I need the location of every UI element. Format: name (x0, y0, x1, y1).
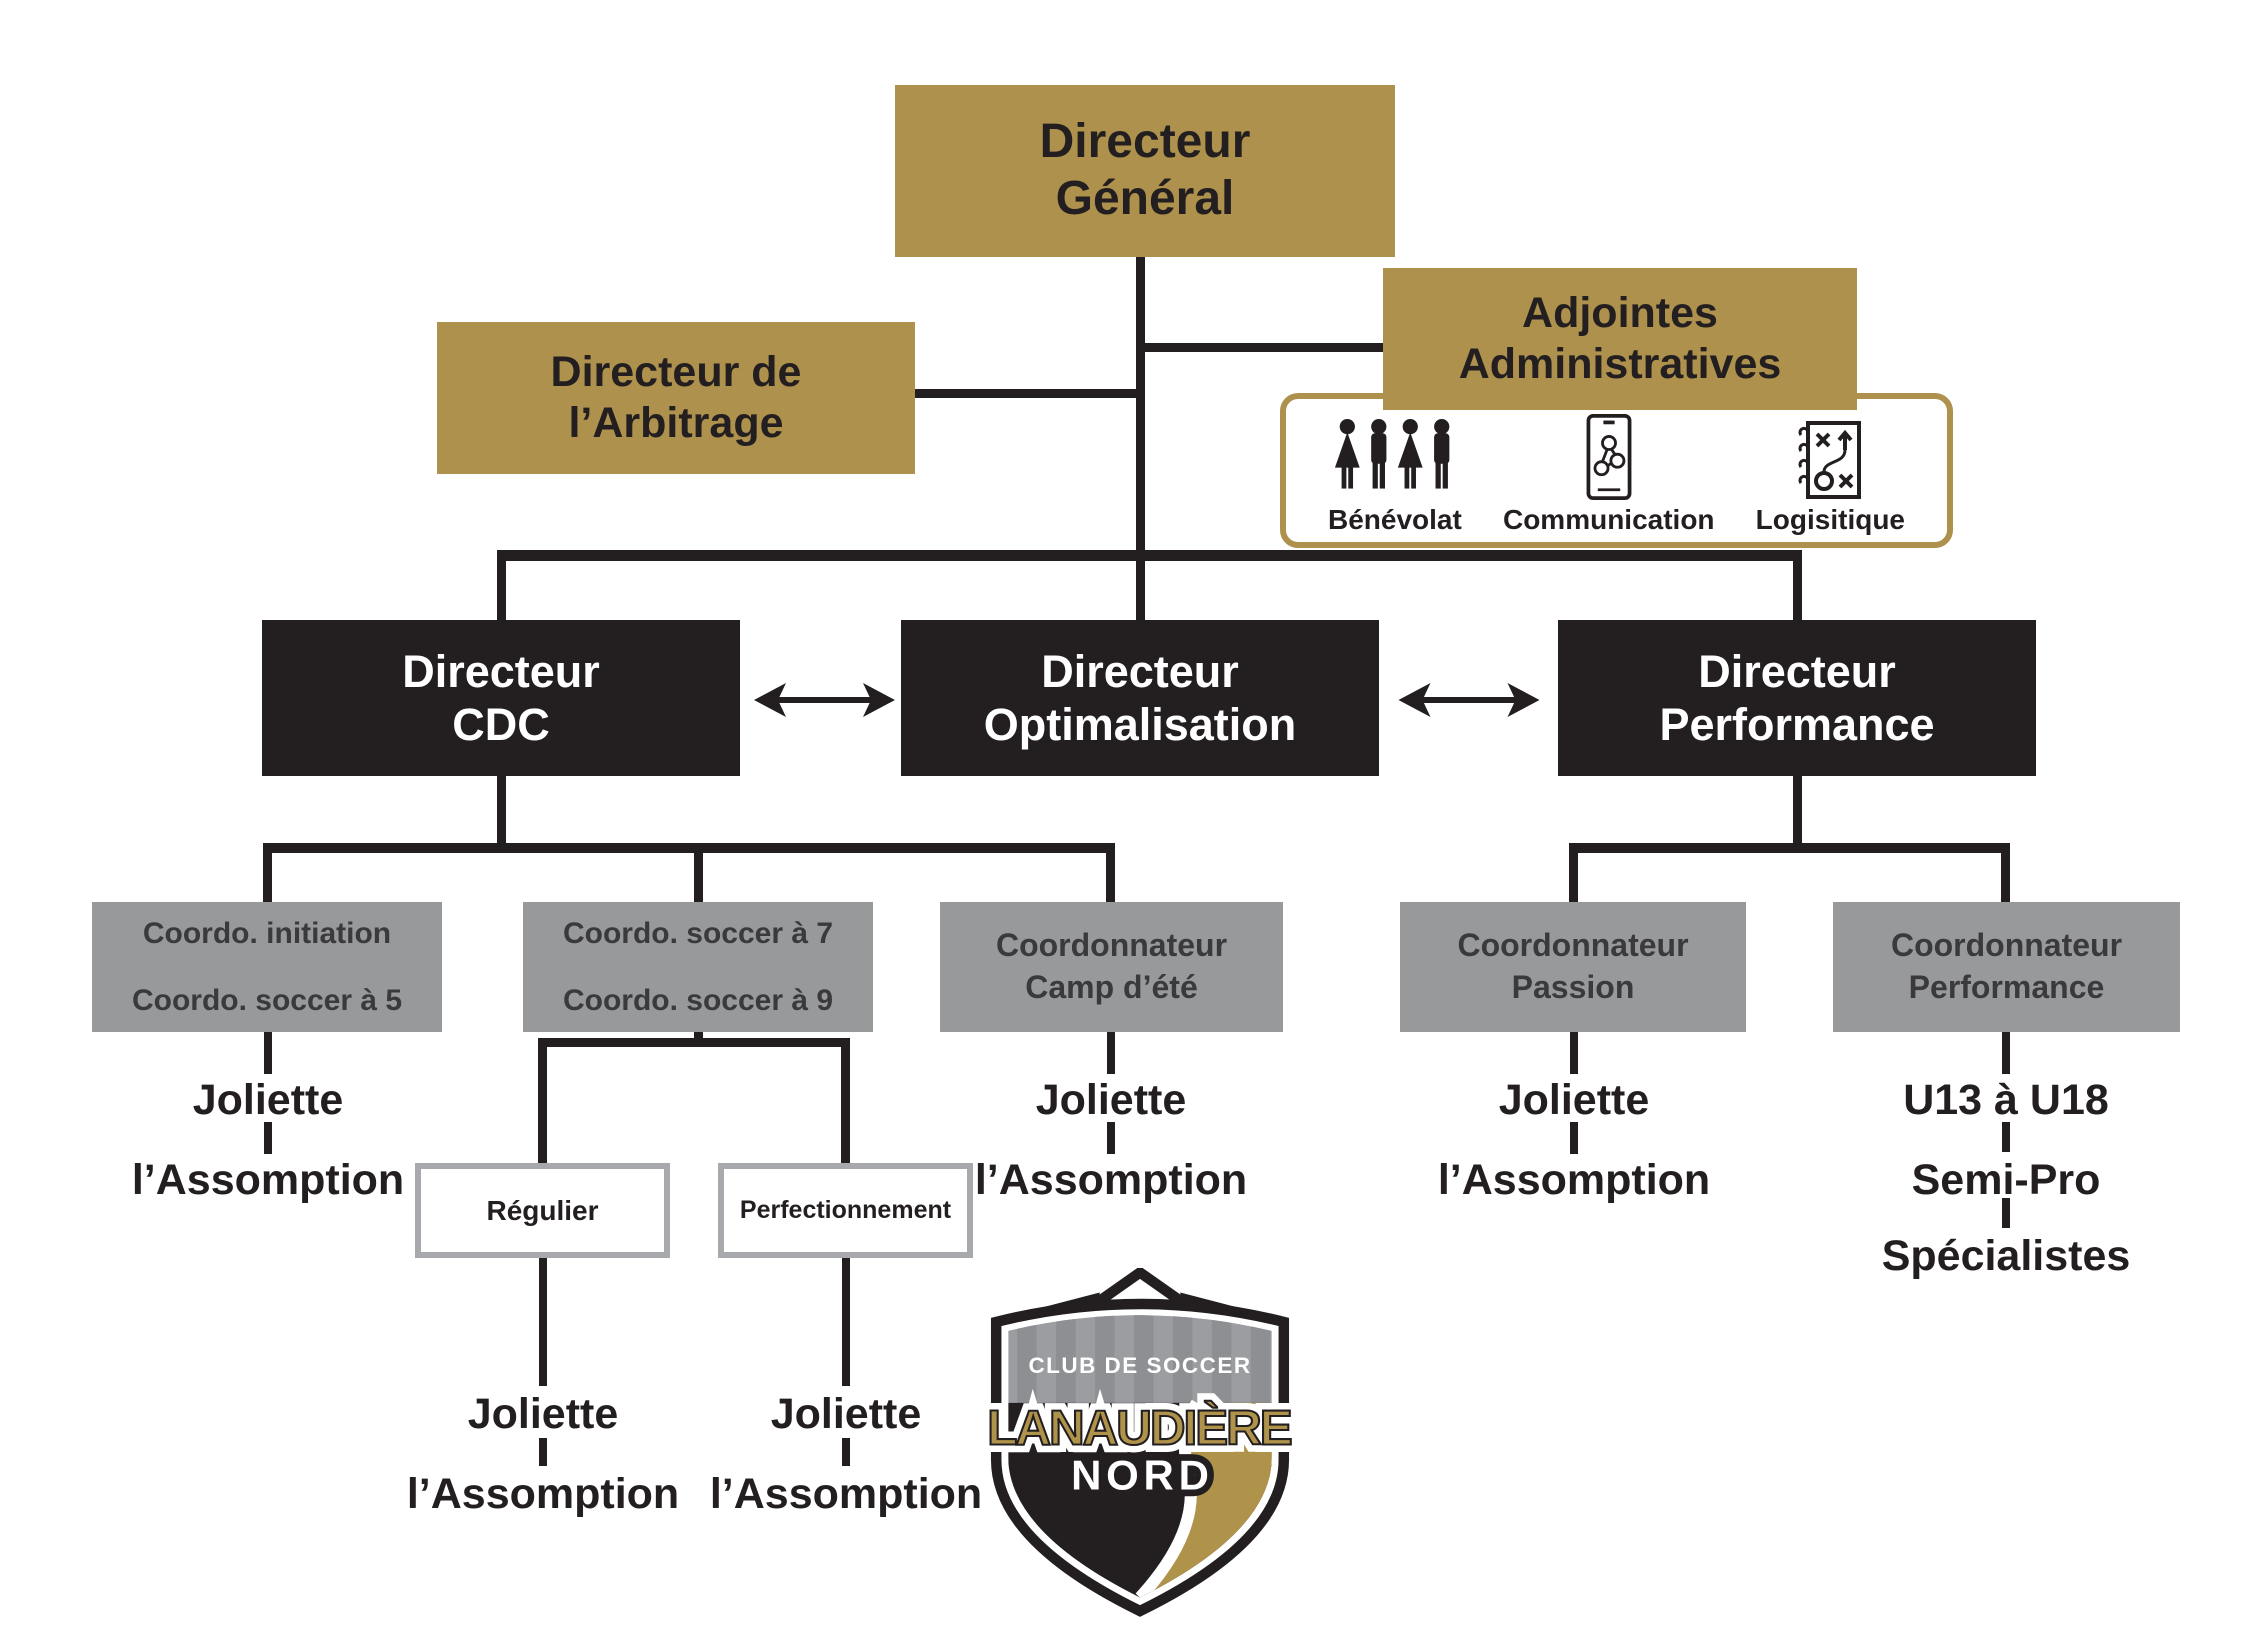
logistics-icon (1797, 420, 1863, 500)
service-benevolat: Bénévolat (1328, 418, 1462, 534)
service-label: Bénévolat (1328, 504, 1462, 535)
admin-services-panel: Bénévolat Communication (1280, 393, 1953, 548)
connector (1570, 1122, 1578, 1154)
level-specialistes: Spécialistes (1881, 1232, 2131, 1280)
connector (913, 389, 1141, 398)
connector (1106, 843, 1115, 903)
city-joliette: Joliette (192, 1076, 344, 1124)
city-assomption: l’Assomption (709, 1470, 983, 1518)
node-directeur-cdc: Directeur CDC (262, 620, 740, 776)
node-directeur-optimalisation: Directeur Optimalisation (901, 620, 1379, 776)
service-logistique: Logisitique (1756, 420, 1905, 534)
city-assomption: l’Assomption (974, 1156, 1248, 1204)
city-assomption: l’Assomption (131, 1156, 405, 1204)
city-joliette: Joliette (1035, 1076, 1187, 1124)
connector (1569, 843, 2010, 853)
service-communication: Communication (1503, 414, 1715, 534)
coordo-label: Coordo. soccer à 9 (562, 984, 834, 1017)
connector (1140, 343, 1390, 352)
connector (263, 843, 272, 903)
level-u13-u18: U13 à U18 (1903, 1076, 2109, 1124)
city-assomption: l’Assomption (1437, 1156, 1711, 1204)
service-label: Logisitique (1755, 504, 1905, 535)
connector (1107, 1122, 1115, 1154)
connector (841, 1038, 850, 1163)
svg-text:LANAUDIÈRE: LANAUDIÈRE (987, 1400, 1293, 1456)
node-coordonnateur-passion: Coordonnateur Passion (1400, 902, 1746, 1032)
city-joliette: Joliette (1498, 1076, 1650, 1124)
connector (538, 1038, 547, 1163)
connector (497, 550, 506, 620)
connector (842, 1438, 850, 1466)
connector (1793, 774, 1802, 850)
coordo-label: Coordo. soccer à 7 (562, 916, 834, 950)
level-semi-pro: Semi-Pro (1911, 1156, 2101, 1204)
connector (1569, 843, 1578, 903)
node-coordo-soccer7-soccer9: Coordo. soccer à 7 Coordo. soccer à 9 (523, 902, 873, 1032)
coordo-label: Coordo. soccer à 5 (131, 984, 403, 1017)
city-assomption: l’Assomption (406, 1470, 680, 1518)
node-adjointes-administratives: Adjointes Administratives (1383, 268, 1857, 410)
connector (2002, 1122, 2010, 1152)
connector (2002, 1198, 2010, 1228)
club-logo: CLUB DE SOCCER LANAUDIÈRE LANAUDIÈRE NOR… (975, 1268, 1305, 1620)
connector (497, 550, 1802, 561)
bidirectional-arrow (752, 672, 897, 728)
connector (1570, 1032, 1578, 1074)
communication-icon (1585, 414, 1633, 500)
node-regulier: Régulier (415, 1163, 670, 1258)
connector (1136, 255, 1145, 620)
logo-tagline: CLUB DE SOCCER (1028, 1353, 1251, 1378)
logo-name: LANAUDIÈRE (987, 1400, 1293, 1456)
connector (264, 1122, 272, 1154)
connector (539, 1438, 547, 1466)
city-joliette: Joliette (467, 1390, 619, 1438)
coordo-label: Coordo. initiation (142, 916, 392, 950)
volunteers-icon (1329, 418, 1461, 500)
node-coordonnateur-camp-ete: Coordonnateur Camp d’été (940, 902, 1283, 1032)
node-perfectionnement: Perfectionnement (718, 1163, 973, 1258)
node-directeur-performance: Directeur Performance (1558, 620, 2036, 776)
city-joliette: Joliette (770, 1390, 922, 1438)
connector (1793, 550, 1802, 620)
node-coordo-initiation-soccer5: Coordo. initiation Coordo. soccer à 5 (92, 902, 442, 1032)
connector (2002, 1032, 2010, 1074)
connector (2001, 843, 2010, 903)
node-coordonnateur-performance: Coordonnateur Performance (1833, 902, 2180, 1032)
connector (538, 1038, 850, 1047)
connector (1107, 1032, 1115, 1074)
connector (264, 1032, 272, 1074)
node-directeur-general: Directeur Général (895, 85, 1395, 257)
service-label: Communication (1502, 504, 1715, 535)
connector (842, 1258, 850, 1386)
connector (694, 843, 703, 903)
connector (539, 1258, 547, 1386)
connector (263, 843, 1115, 853)
bidirectional-arrow (1394, 672, 1544, 728)
node-directeur-arbitrage: Directeur de l’Arbitrage (437, 322, 915, 474)
connector (497, 774, 506, 850)
